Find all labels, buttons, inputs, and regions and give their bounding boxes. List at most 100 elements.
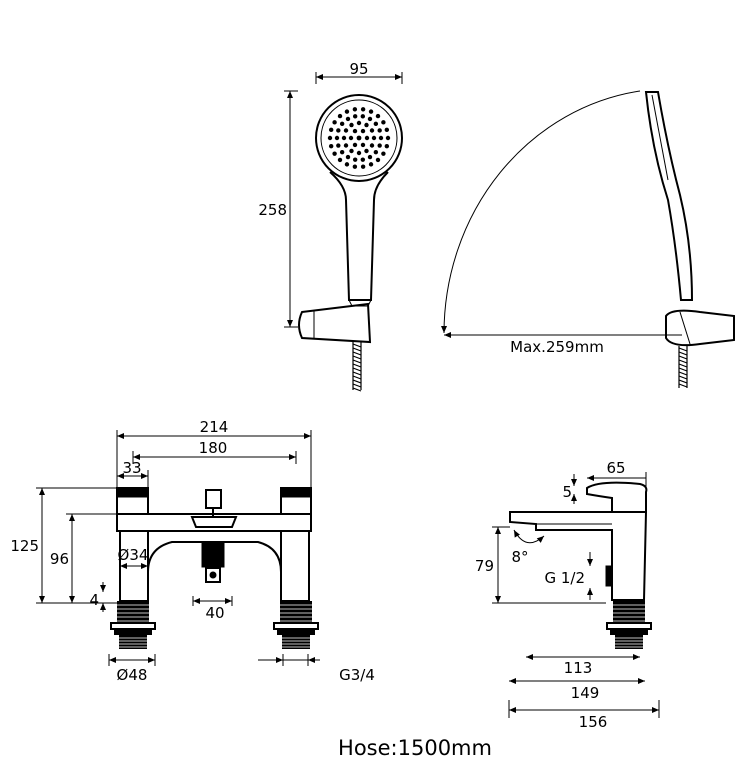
hose-coil — [678, 355, 688, 360]
hose-coil — [678, 347, 688, 352]
spray-hole — [375, 157, 381, 163]
spray-hole — [360, 157, 366, 162]
spray-hole — [381, 151, 386, 156]
right-tail — [273, 601, 319, 649]
hose-coil — [352, 367, 362, 372]
hose-side — [678, 346, 688, 388]
handset-front-view: 95 258 — [258, 60, 403, 392]
tail-nut — [114, 629, 152, 635]
dim-spout-reach: 113 — [564, 659, 593, 677]
spray-hole — [356, 135, 362, 141]
dim-overall-width: 214 — [200, 418, 229, 436]
spray-hole — [352, 128, 358, 134]
tail-end — [119, 635, 147, 649]
spray-hole — [339, 149, 345, 155]
dim-depth-total: 156 — [579, 713, 608, 731]
spray-hole — [377, 143, 382, 148]
spray-hole — [343, 128, 349, 133]
hose-coil — [352, 363, 362, 368]
bridge-arch — [147, 531, 282, 573]
hose-coil — [678, 379, 688, 384]
hose-coil — [678, 367, 688, 372]
dim-depth-mid: 149 — [571, 684, 600, 702]
hose-coil — [678, 371, 688, 376]
hose-coil — [352, 375, 362, 380]
spray-hole — [378, 135, 384, 141]
hose-coil — [352, 387, 362, 392]
tail-end — [282, 635, 310, 649]
dim-handset-width: 95 — [349, 60, 368, 78]
dim-base-diameter: Ø48 — [117, 666, 148, 684]
hose-front — [352, 342, 362, 392]
dim-diverter-width: 40 — [205, 604, 224, 622]
mixer-body-bar — [116, 513, 312, 532]
dim-max-reach: Max.259mm — [510, 338, 604, 356]
spray-hole — [373, 149, 379, 155]
handset-handle-end — [348, 299, 372, 307]
hose-coil — [678, 363, 688, 368]
tail-washer — [273, 622, 319, 630]
hose-coil — [352, 347, 362, 352]
spray-hole — [360, 114, 366, 119]
dim-small-offset: 4 — [89, 591, 99, 609]
centre-outlet-hole — [209, 571, 217, 579]
handset-head-inner — [320, 99, 398, 177]
hose-coil — [352, 371, 362, 376]
dim-side-thread: G 1/2 — [544, 569, 585, 587]
tail-thread — [613, 601, 645, 623]
spray-hole — [352, 157, 358, 162]
hose-coil — [352, 351, 362, 356]
spray-hole — [344, 162, 350, 167]
hose-coil — [678, 375, 688, 380]
spray-hole — [348, 135, 354, 141]
spray-hole — [364, 148, 369, 154]
spray-hole — [384, 127, 390, 133]
spray-hole — [371, 135, 377, 141]
dim-centres: 180 — [199, 439, 228, 457]
handset-handle — [329, 171, 389, 301]
side-outlet-nub — [605, 565, 613, 587]
tail-nut — [277, 629, 315, 635]
spray-hole — [337, 157, 343, 163]
spray-hole — [349, 148, 354, 154]
handset-side-view: Max.259mm — [441, 90, 735, 388]
angle-arc — [513, 529, 545, 544]
spray-hole — [345, 154, 351, 160]
handset-head-outline — [315, 94, 403, 182]
spray-hole — [364, 135, 370, 141]
spray-hole — [364, 122, 369, 128]
spray-hole — [345, 116, 351, 122]
spray-hole — [384, 143, 390, 149]
side-lever — [586, 481, 648, 513]
spray-hole — [336, 128, 341, 133]
tail-washer — [110, 622, 156, 630]
spray-hole — [339, 121, 345, 127]
spout-lip — [190, 516, 238, 528]
spray-hole — [377, 128, 382, 133]
dim-overall-height: 125 — [10, 537, 39, 555]
spray-hole — [337, 113, 343, 119]
spray-hole — [332, 151, 337, 156]
hose-length-label: Hose:1500mm — [338, 736, 492, 760]
spray-hole — [356, 120, 362, 126]
spray-hole — [381, 120, 386, 125]
spray-hole — [375, 113, 381, 119]
spray-hole — [334, 135, 340, 141]
left-handle-cap — [116, 487, 149, 498]
tail-nut — [610, 629, 648, 635]
spray-hole — [352, 107, 358, 112]
wall-bracket-side — [665, 309, 735, 347]
tail-end — [615, 635, 643, 649]
hose-coil — [678, 351, 688, 356]
spray-hole — [367, 154, 373, 160]
right-leg — [280, 530, 310, 602]
right-handle-cap — [280, 487, 312, 498]
handset-side-edge — [651, 94, 669, 181]
spray-hole — [343, 143, 349, 148]
spray-hole — [369, 143, 375, 148]
dim-body-height: 96 — [50, 550, 69, 568]
left-tail — [110, 601, 156, 649]
dim-spout-height: 79 — [475, 557, 494, 575]
side-tail — [606, 601, 652, 649]
